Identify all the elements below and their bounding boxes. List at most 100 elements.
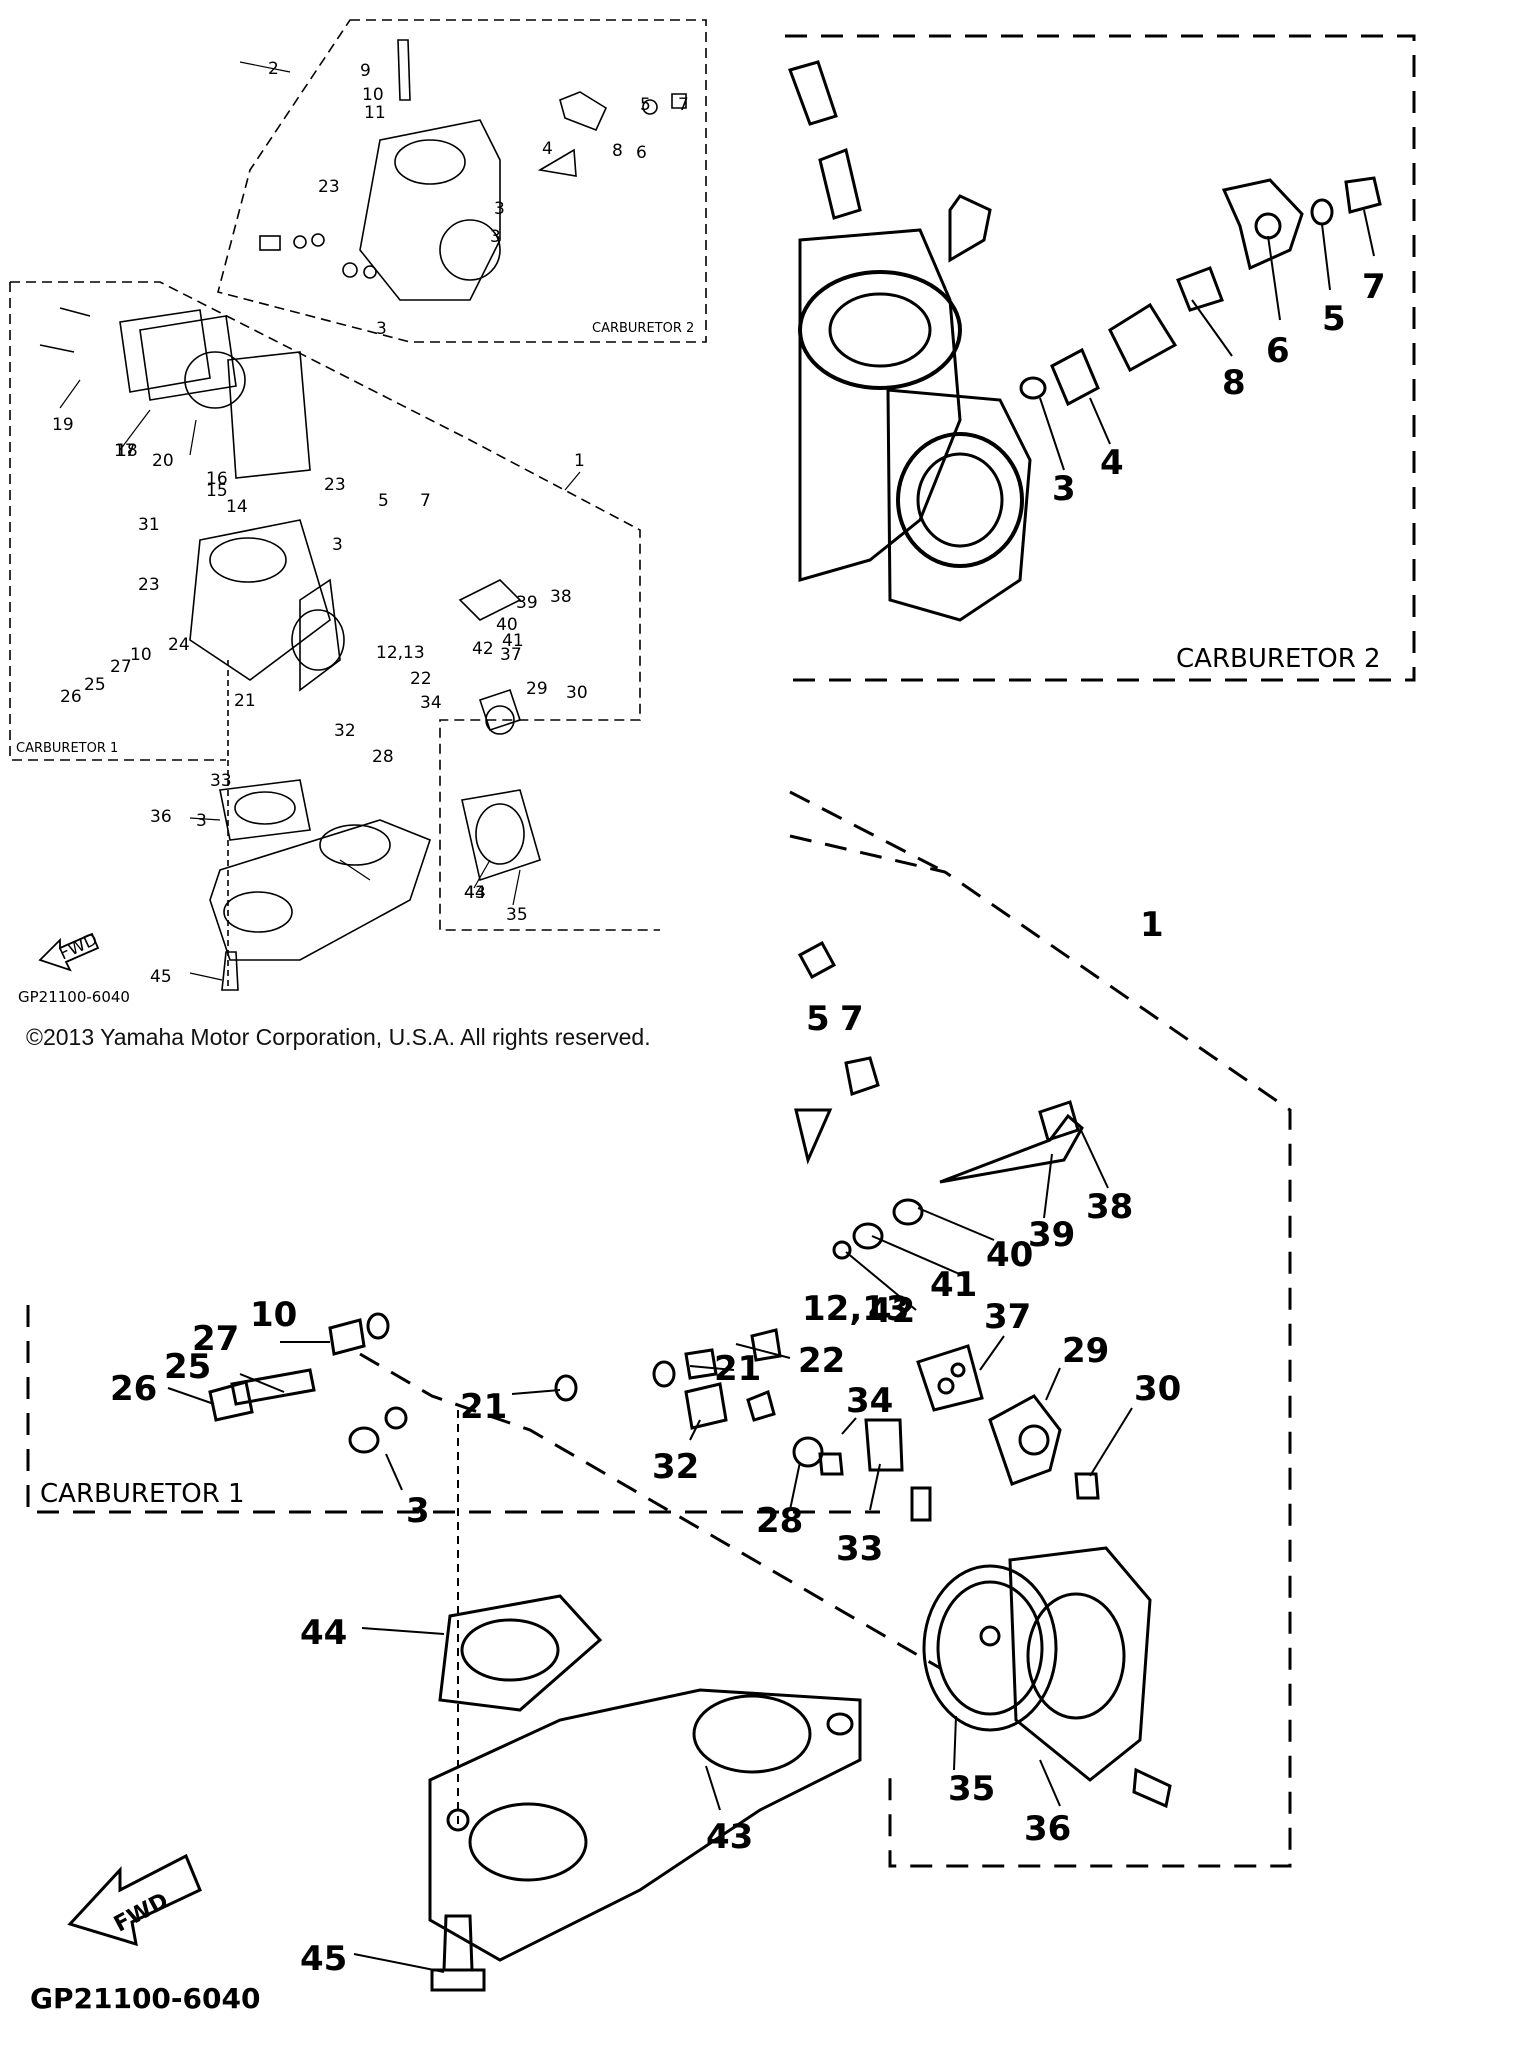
zoom-carb1-code: GP21100-6040	[30, 1982, 260, 2015]
callout-35: 35	[948, 1769, 995, 1809]
callout-7: 7	[1362, 267, 1386, 307]
fwd-arrow-large	[67, 1853, 202, 1947]
callout-12-13: 12,13	[802, 1289, 910, 1329]
callout-43: 43	[706, 1817, 753, 1857]
callout-36: 36	[1024, 1809, 1071, 1849]
callout-3: 3	[196, 811, 207, 831]
callout-26: 26	[110, 1369, 157, 1409]
callout-9: 9	[360, 61, 371, 81]
callout-31: 31	[138, 515, 160, 535]
callout-3: 3	[376, 319, 387, 339]
callout-6: 6	[1266, 331, 1290, 371]
callout-39: 39	[516, 593, 538, 613]
callout-18: 18	[116, 441, 138, 461]
callout-30: 30	[1134, 1369, 1181, 1409]
overview-leaders	[59, 61, 581, 981]
callout-16: 16	[206, 469, 228, 489]
copyright-notice: ©2013 Yamaha Motor Corporation, U.S.A. A…	[26, 1024, 651, 1050]
callout-17: 17	[114, 441, 136, 461]
callout-7: 7	[840, 999, 864, 1039]
callout-26: 26	[60, 687, 82, 707]
callout-10: 10	[130, 645, 152, 665]
callout-21: 21	[714, 1349, 761, 1389]
callout-6: 6	[636, 143, 647, 163]
callout-42: 42	[868, 1291, 915, 1331]
carb1-box-label: CARBURETOR 1	[16, 741, 118, 756]
assy2-label: 2	[268, 59, 279, 79]
callout-34: 34	[420, 693, 442, 713]
callout-24: 24	[168, 635, 190, 655]
callout-5: 5	[378, 491, 389, 511]
callout-5: 5	[806, 999, 830, 1039]
callout-37: 37	[500, 645, 522, 665]
zoom-carb1	[26, 790, 1292, 1992]
carb1-body-sketch	[39, 307, 522, 735]
callout-7: 7	[678, 95, 689, 115]
carb2-box-label: CARBURETOR 2	[592, 321, 694, 336]
overview-diagram	[9, 19, 707, 991]
callout-23: 23	[318, 177, 340, 197]
overview-fwd: FWD	[56, 929, 100, 964]
callout-4: 4	[1100, 443, 1124, 483]
callout-35: 35	[506, 905, 528, 925]
callout-29: 29	[526, 679, 548, 699]
callout-42: 42	[472, 639, 494, 659]
callout-20: 20	[152, 451, 174, 471]
callout-5: 5	[640, 95, 651, 115]
callout-43: 43	[464, 883, 486, 903]
callout-37: 37	[984, 1297, 1031, 1337]
carb2-box	[217, 19, 707, 343]
callout-38: 38	[1086, 1187, 1133, 1227]
callout-28: 28	[756, 1501, 803, 1541]
callout-30: 30	[566, 683, 588, 703]
callout-8: 8	[1222, 363, 1246, 403]
callout-12-13: 12,13	[376, 643, 425, 663]
callout-41: 41	[930, 1265, 977, 1305]
callout-15: 15	[206, 481, 228, 501]
callout-36: 36	[150, 807, 172, 827]
callout-27: 27	[110, 657, 132, 677]
callout-4: 4	[542, 139, 553, 159]
callout-3: 3	[1052, 469, 1076, 509]
callout-38: 38	[550, 587, 572, 607]
zoom-carb2-text: CARBURETOR 2	[1176, 644, 1381, 674]
zoom-carb1-text: 1 CARBURETOR 1 GP21100-6040 FWD	[30, 905, 1164, 2015]
callout-11: 11	[364, 103, 386, 123]
callout-40: 40	[496, 615, 518, 635]
callout-41: 41	[502, 631, 524, 651]
callout-44: 44	[464, 883, 486, 903]
callout-33: 33	[836, 1529, 883, 1569]
zoom-carb1-box	[26, 1305, 880, 1514]
callout-3: 3	[490, 227, 501, 247]
zoom-carb1-assy-label: 1	[1140, 905, 1164, 945]
zoom-carb1-fwd: FWD	[110, 1888, 173, 1937]
callout-21: 21	[234, 691, 256, 711]
callout-21: 21	[460, 1387, 507, 1427]
callout-19: 19	[52, 415, 74, 435]
callout-44: 44	[300, 1613, 347, 1653]
callout-23: 23	[138, 575, 160, 595]
callout-14: 14	[226, 497, 248, 517]
overview-code: GP21100-6040	[18, 988, 130, 1006]
zoom-carb2	[785, 34, 1416, 682]
callout-28: 28	[372, 747, 394, 767]
callout-5: 5	[1322, 299, 1346, 339]
fwd-arrow-small	[38, 932, 100, 972]
callout-3: 3	[406, 1491, 430, 1531]
callout-22: 22	[410, 669, 432, 689]
manifold-sketch	[209, 660, 541, 991]
callout-25: 25	[164, 1347, 211, 1387]
zoom-carb2-box	[785, 34, 1416, 682]
callout-8: 8	[612, 141, 623, 161]
callout-25: 25	[84, 675, 106, 695]
callout-33: 33	[210, 771, 232, 791]
callout-27: 27	[192, 1319, 239, 1359]
callout-34: 34	[846, 1381, 893, 1421]
zoom-carb1-assy-outline	[789, 790, 1292, 1868]
callout-10: 10	[250, 1295, 297, 1335]
callout-22: 22	[798, 1341, 845, 1381]
callout-23: 23	[324, 475, 346, 495]
